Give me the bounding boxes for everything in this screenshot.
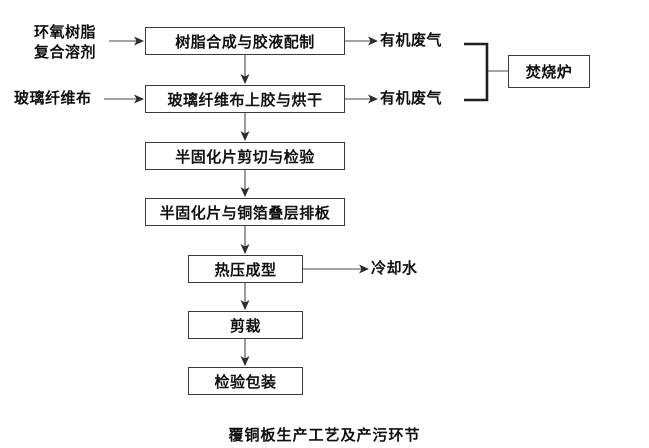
treatment-box-incinerator[interactable]: 焚烧炉 [508, 55, 590, 88]
process-box-hot-press-forming[interactable]: 热压成型 [188, 255, 303, 283]
process-box-trimming[interactable]: 剪裁 [188, 311, 303, 339]
process-box-inspection-packaging[interactable]: 检验包装 [188, 367, 303, 395]
output-cooling-water: 冷却水 [371, 259, 418, 277]
input-epoxy-resin-line2: 复合溶剂 [34, 43, 97, 62]
input-glass-cloth: 玻璃纤维布 [14, 89, 92, 107]
process-box-prepreg-cutting[interactable]: 半固化片剪切与检验 [145, 142, 345, 170]
process-box-resin-synthesis[interactable]: 树脂合成与胶液配制 [145, 27, 345, 55]
input-epoxy-resin: 环氧树脂 复合溶剂 [34, 22, 96, 63]
input-epoxy-resin-line1: 环氧树脂 [34, 23, 97, 41]
diagram-caption: 覆铜板生产工艺及产污环节 [228, 426, 421, 444]
output-organic-waste-gas-1: 有机废气 [380, 31, 443, 49]
process-box-prepreg-layup[interactable]: 半固化片与铜箔叠层排板 [145, 198, 345, 226]
output-organic-waste-gas-2: 有机废气 [380, 89, 443, 107]
process-box-glass-cloth-coating[interactable]: 玻璃纤维布上胶与烘干 [145, 85, 345, 113]
